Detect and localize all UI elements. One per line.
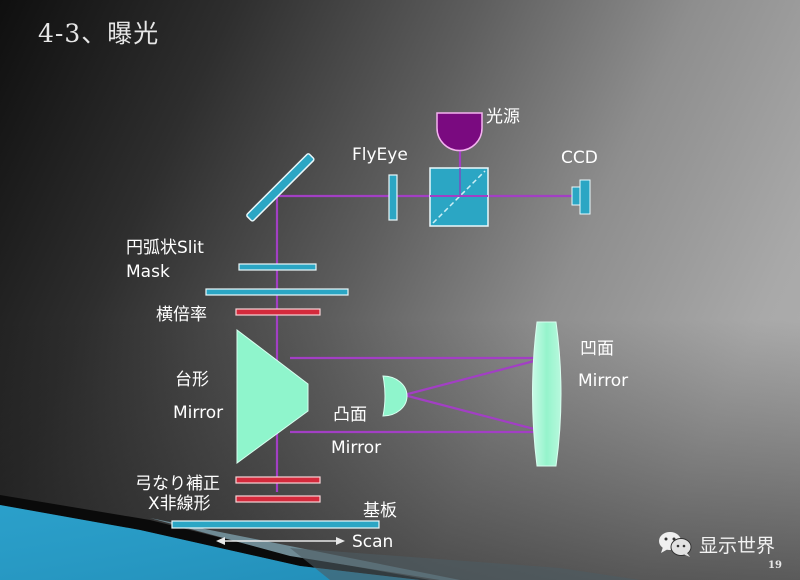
slide-title: 4-3、曝光 [38,19,160,48]
concave-mirror-label-line2: Mirror [578,371,629,391]
trapezoid-mirror [236,328,309,464]
convex-mirror-label-line1: 凸面 [333,405,367,425]
mask [205,288,349,296]
ccd-label: CCD [561,148,598,168]
substrate [171,520,380,529]
trapezoid-mirror-label-line2: Mirror [173,403,224,423]
bow-corrector [235,476,321,484]
beam-splitter [429,167,489,227]
arc-slit [238,263,317,271]
wechat-icon [659,532,692,557]
decorative-wedge [0,495,640,580]
scan-arrow [216,537,345,545]
substrate-label: 基板 [363,501,397,521]
page-number: 19 [768,560,782,571]
scan-label: Scan [352,532,394,552]
fly-eye-lens [388,174,398,221]
fly-eye-label: FlyEye [352,145,408,165]
bow-correction-label: 弓なり補正 [135,474,220,494]
concave-mirror-label-line1: 凹面 [580,339,614,359]
x-nonlinear-label: X非線形 [148,494,211,514]
wechat-watermark: 显示世界 [657,530,775,558]
arc-slit-label: 円弧状Slit [126,238,204,258]
ccd-sensor [571,179,591,215]
convex-mirror-label-line2: Mirror [331,438,382,458]
lateral-magnification-label: 横倍率 [156,305,207,325]
watermark-text: 显示世界 [699,534,776,557]
light-source-label: 光源 [486,107,520,127]
lateral-magnification-corrector [235,308,321,316]
mask-label: Mask [126,262,170,282]
convex-mirror [382,375,408,417]
fold-mirror [246,153,315,222]
light-source [436,112,483,152]
concave-mirror [532,321,562,467]
trapezoid-mirror-label-line1: 台形 [175,370,209,390]
light-beam-paths [275,150,578,492]
x-nonlinear-corrector [235,495,321,503]
